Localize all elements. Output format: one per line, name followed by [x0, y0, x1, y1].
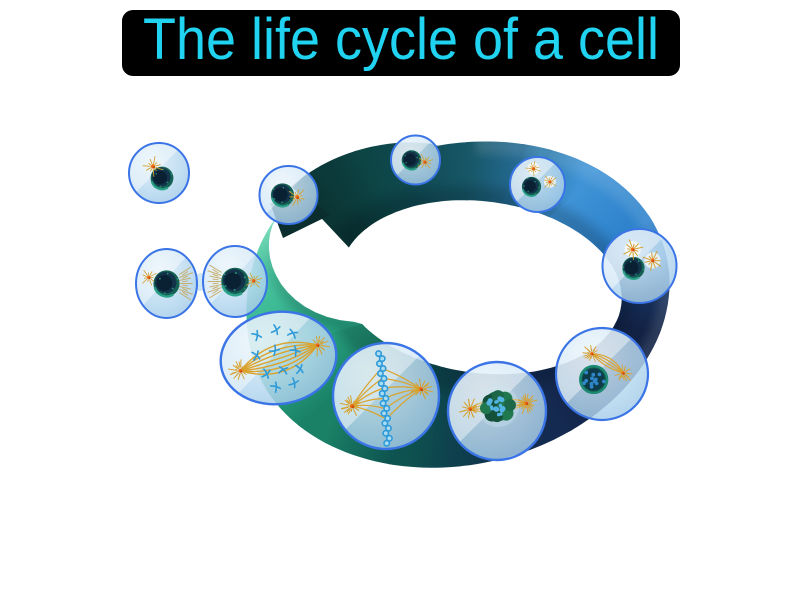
- svg-text:The life cycle of a cell: The life cycle of a cell: [143, 7, 659, 72]
